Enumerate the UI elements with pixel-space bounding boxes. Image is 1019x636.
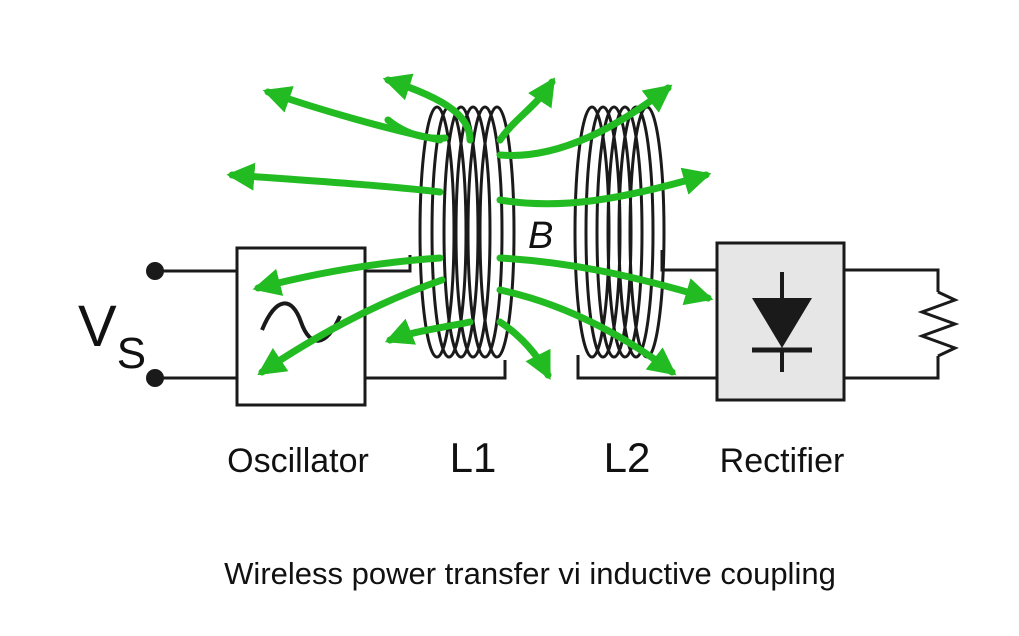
wire-rect-to-load-top bbox=[844, 268, 940, 292]
source-terminals bbox=[146, 262, 237, 387]
source-voltage-sub: S bbox=[117, 329, 146, 378]
coil1-label: L1 bbox=[450, 434, 497, 481]
field-line bbox=[384, 116, 449, 142]
oscillator-label: Oscillator bbox=[227, 442, 369, 480]
field-line bbox=[496, 167, 712, 208]
diagram-caption: Wireless power transfer vi inductive cou… bbox=[224, 556, 836, 591]
field-line bbox=[384, 318, 474, 345]
field-line bbox=[257, 276, 446, 376]
field-line bbox=[496, 318, 552, 381]
wire-osc-to-coil1-bottom bbox=[365, 360, 507, 380]
field-line bbox=[382, 73, 474, 144]
coil-l2 bbox=[573, 105, 666, 359]
coil-l1-turn bbox=[466, 105, 504, 359]
rectifier-label: Rectifier bbox=[720, 442, 845, 480]
coil-l1-turn bbox=[454, 105, 492, 359]
rectifier-block bbox=[715, 241, 846, 402]
field-line bbox=[496, 84, 673, 159]
field-b-label: B bbox=[528, 215, 553, 257]
coil2-label: L2 bbox=[604, 434, 651, 481]
source-voltage-label: VS bbox=[78, 294, 146, 378]
wire-rect-to-load-bottom bbox=[844, 356, 940, 380]
field-line bbox=[496, 286, 677, 376]
diode-icon bbox=[752, 298, 812, 348]
field-line bbox=[496, 77, 556, 144]
field-line bbox=[496, 254, 714, 306]
wire-coil2-to-rect-top bbox=[660, 250, 717, 272]
coil-l1-turn bbox=[442, 105, 480, 359]
source-voltage-main: V bbox=[78, 294, 117, 359]
magnetic-field-lines bbox=[226, 73, 714, 381]
resistor-zigzag-icon bbox=[917, 290, 960, 358]
coil-l1-turn bbox=[418, 105, 456, 359]
field-line bbox=[252, 254, 444, 296]
field-line bbox=[226, 162, 444, 196]
coil-l1-turn bbox=[478, 105, 516, 359]
wire-coil2-to-rect-bottom bbox=[576, 355, 717, 380]
coil-l2-turn bbox=[606, 105, 644, 359]
load-resistor bbox=[844, 268, 960, 380]
